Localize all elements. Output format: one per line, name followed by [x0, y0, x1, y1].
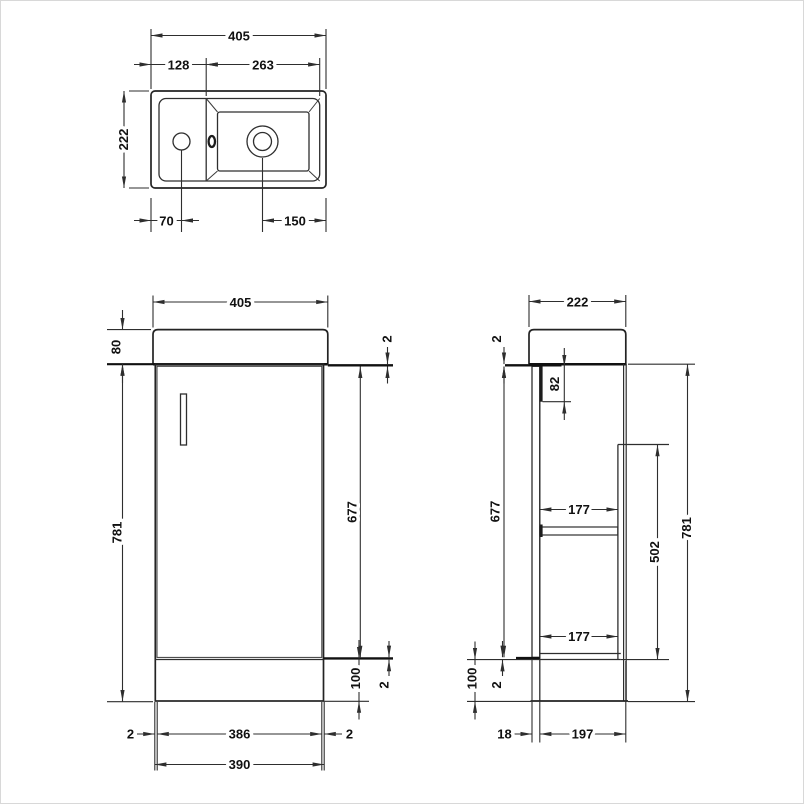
dim-plan-deck-bowl-widths: 128 263 [134, 54, 321, 96]
dim-label-side-197: 197 [572, 727, 594, 742]
basin-outer-outline [150, 90, 327, 189]
front-cabinet-carcass [154, 363, 325, 702]
dim-front-plinth-height: 100 [323, 640, 393, 720]
dim-label-front-386: 386 [229, 727, 251, 742]
front-countertop [152, 328, 329, 365]
dim-label-side-2-bottom: 2 [489, 681, 504, 688]
dim-front-door-gap-top: 2 [327, 332, 398, 384]
dim-side-back-opening: 502 [620, 444, 669, 661]
dim-label-side-677: 677 [488, 501, 503, 523]
dim-label-front-390: 390 [229, 757, 251, 772]
side-door-panel [531, 365, 541, 659]
dim-plan-overall-depth: 222 [113, 90, 149, 189]
side-basin-drop-bar [539, 366, 543, 402]
dim-label-front-2-left: 2 [127, 727, 134, 742]
dim-label-side-177-bottom: 177 [568, 629, 590, 644]
dim-plan-waste-offset: 150 [261, 158, 327, 232]
dim-plan-tap-offset: 70 [134, 150, 199, 232]
dim-side-gap-bottom: 2 [486, 641, 508, 692]
tap-hole [172, 132, 191, 151]
dim-label-side-82: 82 [547, 377, 562, 391]
bowl-bottom-outline [216, 111, 310, 172]
dim-label-front-781: 781 [110, 522, 125, 544]
dim-label-plan-405: 405 [228, 29, 250, 44]
side-elevation: 222 2 677 82 177 177 [461, 291, 698, 745]
dim-side-plinth-height: 100 [461, 641, 540, 720]
dim-label-side-18: 18 [497, 727, 511, 742]
side-shelf-front-edge [539, 524, 543, 537]
side-shelf [539, 526, 619, 536]
waste-drain-inner [252, 131, 273, 152]
dim-label-plan-128: 128 [168, 58, 190, 73]
dim-front-bottom-widths: 2 386 2 390 [123, 702, 357, 776]
dim-front-total-height: 781 [106, 364, 153, 703]
overflow-slot [207, 134, 217, 149]
dim-label-front-2-right: 2 [346, 727, 353, 742]
dim-label-front-80: 80 [109, 340, 124, 354]
front-elevation: 405 80 781 2 677 [105, 292, 398, 776]
dim-label-side-177-top: 177 [568, 502, 590, 517]
dim-side-basin-drop: 82 [542, 348, 571, 420]
dim-label-front-677: 677 [345, 501, 360, 523]
dim-side-overall-depth: 222 [528, 291, 627, 327]
dim-side-bottom-depths: 18 197 [494, 659, 627, 745]
dim-label-side-502: 502 [647, 541, 662, 563]
dim-plan-overall-width: 405 [150, 25, 327, 89]
dim-label-side-100: 100 [465, 668, 480, 690]
dim-label-front-2-bottom: 2 [377, 681, 392, 688]
dim-label-side-2-top: 2 [489, 335, 504, 342]
dim-front-basin-height: 80 [105, 310, 154, 383]
dim-side-shelf-depth-bottom: 177 [539, 626, 618, 648]
dim-label-front-2-top: 2 [380, 335, 395, 342]
bowl-corner-slopes [205, 98, 321, 182]
door-handle [179, 393, 188, 446]
plan-view: 405 128 263 222 70 [113, 25, 327, 232]
basin-inner-rim [158, 97, 321, 182]
dim-label-plan-150: 150 [284, 214, 306, 229]
front-door [156, 365, 323, 658]
waste-drain-outer [246, 125, 279, 158]
dim-label-side-781: 781 [679, 517, 694, 539]
dim-label-plan-222: 222 [116, 129, 131, 151]
dim-label-front-405: 405 [230, 295, 252, 310]
dim-label-plan-263: 263 [252, 58, 274, 73]
dim-label-front-100: 100 [348, 668, 363, 690]
dim-front-door-height: 677 [341, 366, 363, 658]
dim-side-door-height: 677 [484, 366, 507, 658]
dim-label-side-222: 222 [567, 295, 589, 310]
dim-side-gap-top: 2 [486, 332, 562, 384]
dim-side-total-height: 781 [628, 363, 698, 703]
dim-front-overall-width: 405 [152, 292, 329, 328]
dim-front-door-gap-bottom: 2 [373, 641, 395, 692]
dim-side-shelf-depth-top: 177 [539, 499, 618, 521]
side-countertop [528, 328, 627, 365]
dim-label-plan-70: 70 [159, 214, 173, 229]
